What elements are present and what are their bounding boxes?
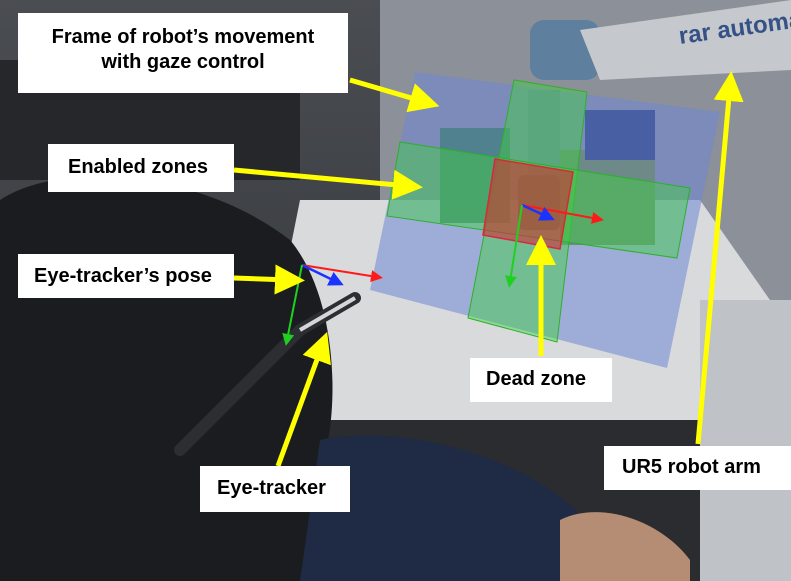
target-axis-y <box>504 204 523 288</box>
callout-arrow-enabled <box>233 167 423 200</box>
robot-stand <box>700 300 791 581</box>
eye-tracker-frame-highlight <box>298 296 357 332</box>
pose-axis-z <box>301 263 344 286</box>
callout-arrow-tracker <box>275 331 331 467</box>
pose-axis-x <box>301 264 383 282</box>
robot-upper-arm <box>580 0 791 80</box>
label-eye-tracker: Eye-tracker <box>200 466 350 512</box>
label-dead-zone-text: Dead zone <box>486 368 587 390</box>
target-axis-x <box>521 204 604 224</box>
label-enabled-zones: Enabled zones <box>48 144 234 192</box>
dead-zone <box>482 158 574 250</box>
label-enabled-zones-text: Enabled zones <box>68 156 209 178</box>
person-shoulder <box>300 435 600 581</box>
label-eye-tracker-pose: Eye-tracker’s pose <box>18 254 234 298</box>
label-eye-tracker-pose-text: Eye-tracker’s pose <box>34 265 212 287</box>
label-ur5-robot-arm: UR5 robot arm <box>604 446 791 490</box>
label-ur5-robot-arm-text: UR5 robot arm <box>622 456 761 478</box>
person-hand <box>560 512 690 581</box>
callout-arrow-ur5 <box>695 71 744 445</box>
callout-arrow-frame <box>349 77 440 113</box>
label-dead-zone: Dead zone <box>470 358 612 402</box>
label-frame-line2: with gaze control <box>101 51 265 73</box>
target-axis-z <box>521 203 555 221</box>
label-frame-of-movement: Frame of robot’s movement with gaze cont… <box>18 13 348 93</box>
label-eye-tracker-text: Eye-tracker <box>217 477 326 499</box>
callout-arrow-pose <box>233 264 305 295</box>
label-frame-line1: Frame of robot’s movement <box>51 26 315 48</box>
